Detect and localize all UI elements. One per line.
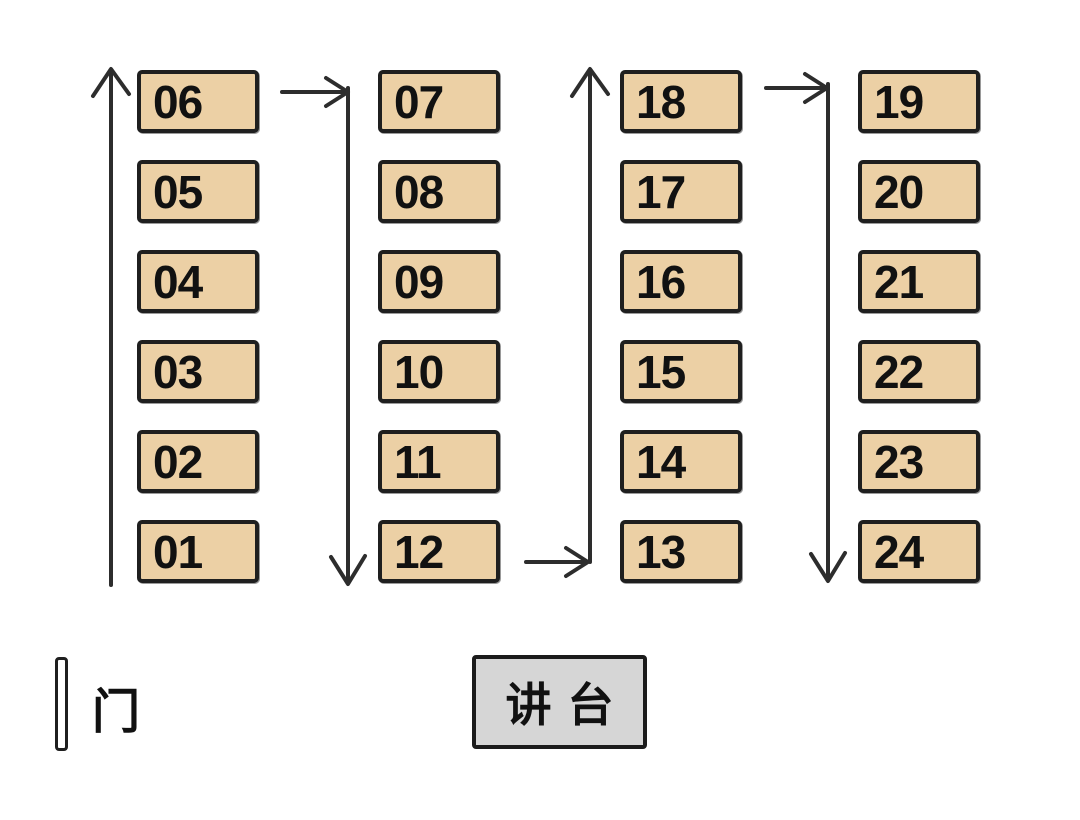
podium: 讲台	[472, 655, 647, 749]
seat-17: 17	[620, 160, 742, 223]
seat-13: 13	[620, 520, 742, 583]
seat-12: 12	[378, 520, 500, 583]
seat-18: 18	[620, 70, 742, 133]
seat-08: 08	[378, 160, 500, 223]
seat-03: 03	[137, 340, 259, 403]
seat-05: 05	[137, 160, 259, 223]
door-label: 门	[92, 686, 141, 739]
podium-label: 讲台	[505, 679, 630, 731]
seat-11: 11	[378, 430, 500, 493]
seat-19: 19	[858, 70, 980, 133]
arrow-up-column-1	[91, 67, 131, 587]
seat-16: 16	[620, 250, 742, 313]
seat-22: 22	[858, 340, 980, 403]
seat-10: 10	[378, 340, 500, 403]
seat-21: 21	[858, 250, 980, 313]
seat-09: 09	[378, 250, 500, 313]
seat-04: 04	[137, 250, 259, 313]
arrow-right-column2-to-column3	[524, 546, 590, 578]
seat-23: 23	[858, 430, 980, 493]
arrow-up-column-3	[570, 67, 610, 564]
seat-24: 24	[858, 520, 980, 583]
door-shape	[55, 657, 68, 751]
arrow-right-column1-to-column2	[280, 76, 350, 108]
seat-15: 15	[620, 340, 742, 403]
seat-07: 07	[378, 70, 500, 133]
arrow-down-column-2	[329, 86, 367, 586]
arrow-right-column3-to-column4	[764, 72, 829, 104]
seat-20: 20	[858, 160, 980, 223]
seat-06: 06	[137, 70, 259, 133]
seat-02: 02	[137, 430, 259, 493]
seat-14: 14	[620, 430, 742, 493]
arrow-down-column-4	[809, 82, 847, 583]
seat-01: 01	[137, 520, 259, 583]
